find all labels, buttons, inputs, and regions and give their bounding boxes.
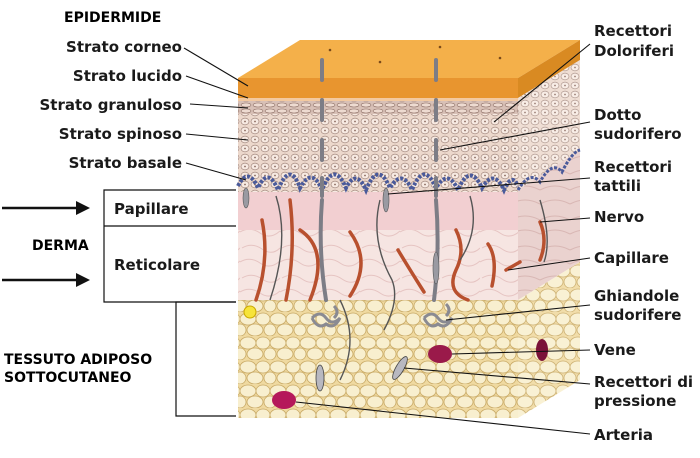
label-recettori-tattili-1: Recettori	[594, 158, 672, 176]
dermis-bracket	[103, 189, 236, 303]
side-epidermis	[518, 60, 580, 190]
label-papillare: Papillare	[114, 200, 189, 218]
label-tessuto-1: TESSUTO ADIPOSO	[4, 352, 152, 368]
label-strato-lucido: Strato lucido	[73, 67, 182, 85]
stratum-corneum-front	[238, 78, 518, 98]
arrow-papillare	[2, 201, 90, 215]
label-strato-spinoso: Strato spinoso	[59, 125, 182, 143]
artery	[272, 391, 296, 409]
adipose-bracket	[175, 301, 236, 417]
nerves	[269, 195, 548, 381]
side-corneum	[518, 40, 580, 98]
label-arteria: Arteria	[594, 426, 653, 444]
label-derma: DERMA	[32, 238, 89, 254]
yellow-dot	[243, 305, 257, 319]
label-ghiandole-1: Ghiandole	[594, 287, 679, 305]
basal-layer	[236, 172, 520, 196]
label-ghiandole-2: sudorifere	[594, 306, 681, 324]
label-nervo: Nervo	[594, 208, 644, 226]
label-tessuto-2: SOTTOCUTANEO	[4, 370, 132, 386]
vein-side	[536, 339, 548, 361]
label-pressione-2: pressione	[594, 392, 676, 410]
label-reticolare: Reticolare	[114, 256, 200, 274]
label-recettori-tattili-2: tattili	[594, 177, 641, 195]
spinous-layer	[238, 112, 518, 192]
sweat-glands	[310, 302, 454, 328]
pressure-receptors	[315, 356, 408, 392]
label-vene: Vene	[594, 341, 636, 359]
label-strato-basale: Strato basale	[69, 154, 182, 172]
label-strato-granuloso: Strato granuloso	[40, 96, 183, 114]
label-capillare: Capillare	[594, 249, 669, 267]
label-recettori-doloriferi-1: Recettori	[594, 22, 672, 40]
tactile-receptors	[242, 187, 440, 285]
arrow-reticolare	[2, 273, 90, 287]
label-recettori-doloriferi-2: Doloriferi	[594, 42, 674, 60]
label-dotto-2: sudorifero	[594, 125, 682, 143]
label-pressione-1: Recettori di	[594, 373, 693, 391]
vein	[428, 345, 452, 363]
granular-layer	[238, 100, 518, 114]
lucid-layer	[238, 96, 518, 101]
sweat-ducts	[318, 58, 440, 302]
label-dotto-1: Dotto	[594, 106, 641, 124]
label-strato-corneo: Strato corneo	[66, 38, 182, 56]
side-dermis	[518, 150, 580, 300]
label-epidermide: EPIDERMIDE	[64, 10, 161, 26]
capillaries	[254, 198, 546, 302]
